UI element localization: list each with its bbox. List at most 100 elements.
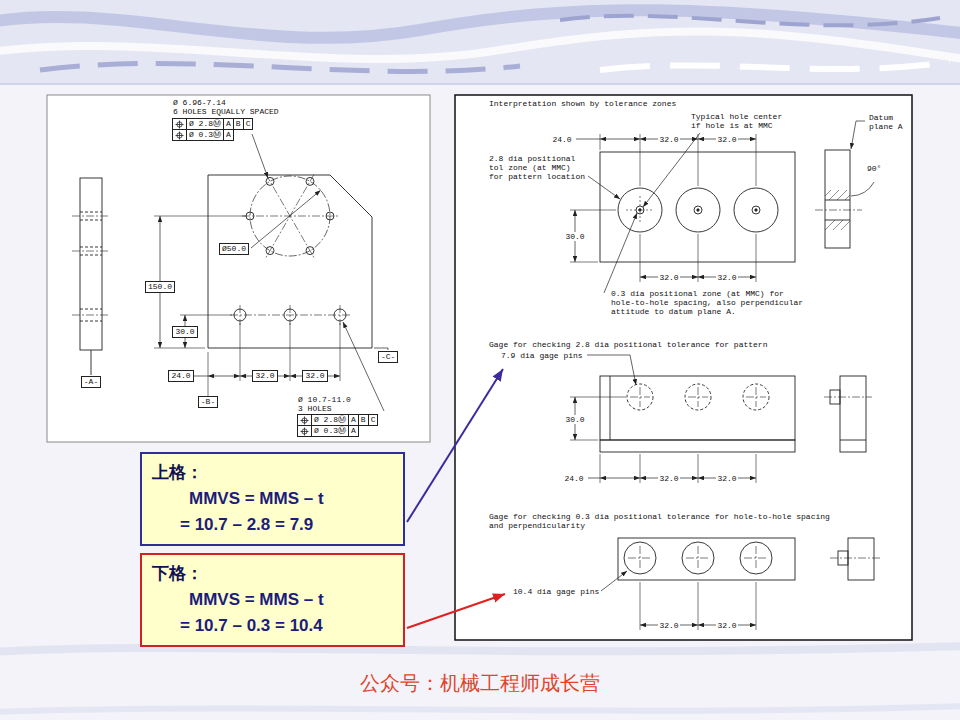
interpretation-drawing: [643, 133, 700, 207]
position-symbol: [300, 416, 309, 425]
drawing-note: 2.8 dia positional tol zone (at MMC) for…: [488, 154, 588, 181]
slide-background: [40, 63, 520, 71]
basic-dimension: 24.0: [168, 370, 193, 382]
callout-arrow: [407, 369, 503, 522]
part-drawing: [252, 134, 268, 178]
drawing-note: Typical hole center if hole is at MMC: [690, 112, 787, 130]
interpretation-drawing: [824, 397, 872, 398]
drawing-note: 24.0: [563, 474, 584, 483]
interpretation-drawing: [576, 139, 600, 140]
slide-background: [0, 83, 960, 85]
slide-background: [600, 62, 950, 70]
datum-reference: A: [223, 119, 233, 129]
part-drawing: [72, 216, 110, 315]
drawing-note: 32.0: [658, 273, 679, 282]
drawing-note: Gage for checking 2.8 dia positional tol…: [488, 340, 768, 349]
interpretation-drawing: [840, 376, 866, 452]
slide-background: [0, 706, 960, 712]
interpretation-drawing: [697, 209, 699, 211]
interpretation-drawing: [600, 134, 756, 186]
part-drawing: [251, 190, 321, 248]
part-drawing: [154, 216, 340, 396]
position-symbol: [176, 120, 184, 128]
drawing-sheet: [47, 95, 430, 442]
callout-arrow: [407, 594, 505, 628]
dimension-value: 32.0: [253, 371, 276, 381]
drawing-note: 0.3 dia positional zone (at MMC) for hol…: [610, 289, 808, 316]
position-symbol: [300, 427, 309, 436]
interpretation-drawing: [734, 188, 778, 232]
drawing-note: 30.0: [564, 415, 585, 424]
interpretation-drawing: [600, 376, 795, 440]
drawing-note: 32.0: [658, 135, 679, 144]
interpretation-drawing: [618, 538, 795, 580]
position-symbol: [175, 131, 184, 140]
datum-reference: A: [223, 130, 233, 140]
interpretation-drawing: [587, 355, 636, 385]
formula-line: MMVS = MMS – t: [189, 587, 393, 613]
drawing-note: 7.9 dia gage pins: [500, 351, 584, 360]
drawing-note: 10.4 dia gage pins: [512, 587, 600, 596]
part-drawing: [208, 376, 240, 377]
drawing-note: 32.0: [658, 474, 679, 483]
drawing-note: Ø 6.96-7.14: [172, 98, 227, 107]
drawing-note: Interpretation shown by tolerance zones: [488, 99, 677, 108]
datum-reference: C: [368, 415, 378, 425]
part-drawing: [374, 348, 388, 350]
formula-line: = 10.7 – 0.3 = 10.4: [180, 613, 393, 639]
callout-box: 下格：MMVS = MMS – t= 10.7 – 0.3 = 10.4: [140, 553, 405, 647]
drawing-note: 3 HOLES: [297, 404, 333, 413]
interpretation-drawing: [600, 440, 795, 452]
datum-letter: -B-: [199, 397, 217, 407]
datum-reference: A: [348, 415, 358, 425]
position-symbol: [301, 416, 309, 424]
callout-heading: 上格：: [152, 460, 393, 486]
basic-dimension: 32.0: [252, 370, 277, 382]
part-drawing: [230, 305, 350, 325]
tolerance-value: Ø 0.3Ⓜ: [186, 130, 223, 140]
drawing-note: Gage for checking 0.3 dia positional tol…: [488, 512, 835, 530]
part-drawing: [91, 350, 92, 375]
dimension-value: Ø50.0: [220, 244, 248, 254]
interpretation-drawing: [755, 209, 757, 211]
interpretation-drawing: [600, 454, 756, 483]
part-drawing: [208, 175, 372, 348]
interpretation-drawing: [848, 538, 874, 580]
basic-dimension: 32.0: [302, 370, 327, 382]
feature-control-frame: Ø 0.3ⓂA: [172, 129, 234, 141]
drawing-note: 32.0: [716, 474, 737, 483]
interpretation-drawing: [851, 121, 865, 149]
part-drawing: [266, 177, 274, 185]
position-symbol: [175, 120, 184, 129]
drawing-note: 24.0: [551, 135, 572, 144]
slide-background: [0, 10, 960, 38]
drawing-note: Ø 10.7-11.0: [297, 395, 352, 404]
dimension-value: 150.0: [146, 282, 174, 292]
dimension-value: 32.0: [303, 371, 326, 381]
drawing-note: 90°: [866, 164, 882, 173]
position-symbol-cell: [298, 415, 311, 425]
datum-reference: C: [243, 119, 253, 129]
feature-control-frame: Ø 0.3ⓂA: [297, 425, 359, 437]
position-symbol: [301, 427, 309, 435]
part-drawing: [80, 178, 102, 350]
position-symbol-cell: [173, 130, 186, 140]
tolerance-value: Ø 0.3Ⓜ: [311, 426, 348, 436]
interpretation-drawing: [752, 206, 760, 214]
interpretation-drawing: [610, 376, 611, 440]
tolerance-value: Ø 2.8Ⓜ: [186, 119, 223, 129]
datum-feature-symbol: -B-: [198, 396, 218, 408]
drawing-note: Datum plane A: [868, 113, 907, 131]
basic-dimension: 30.0: [172, 326, 197, 338]
interpretation-drawing: [640, 234, 756, 282]
datum-letter: -C-: [379, 352, 397, 362]
interpretation-drawing: [830, 558, 880, 559]
position-symbol-cell: [173, 119, 186, 129]
interpretation-drawing: [694, 206, 702, 214]
formula-line: = 10.7 – 2.8 = 7.9: [180, 512, 393, 538]
interpretation-drawing: [588, 176, 620, 199]
watermark: 公众号：机械工程师成长营: [360, 671, 600, 695]
